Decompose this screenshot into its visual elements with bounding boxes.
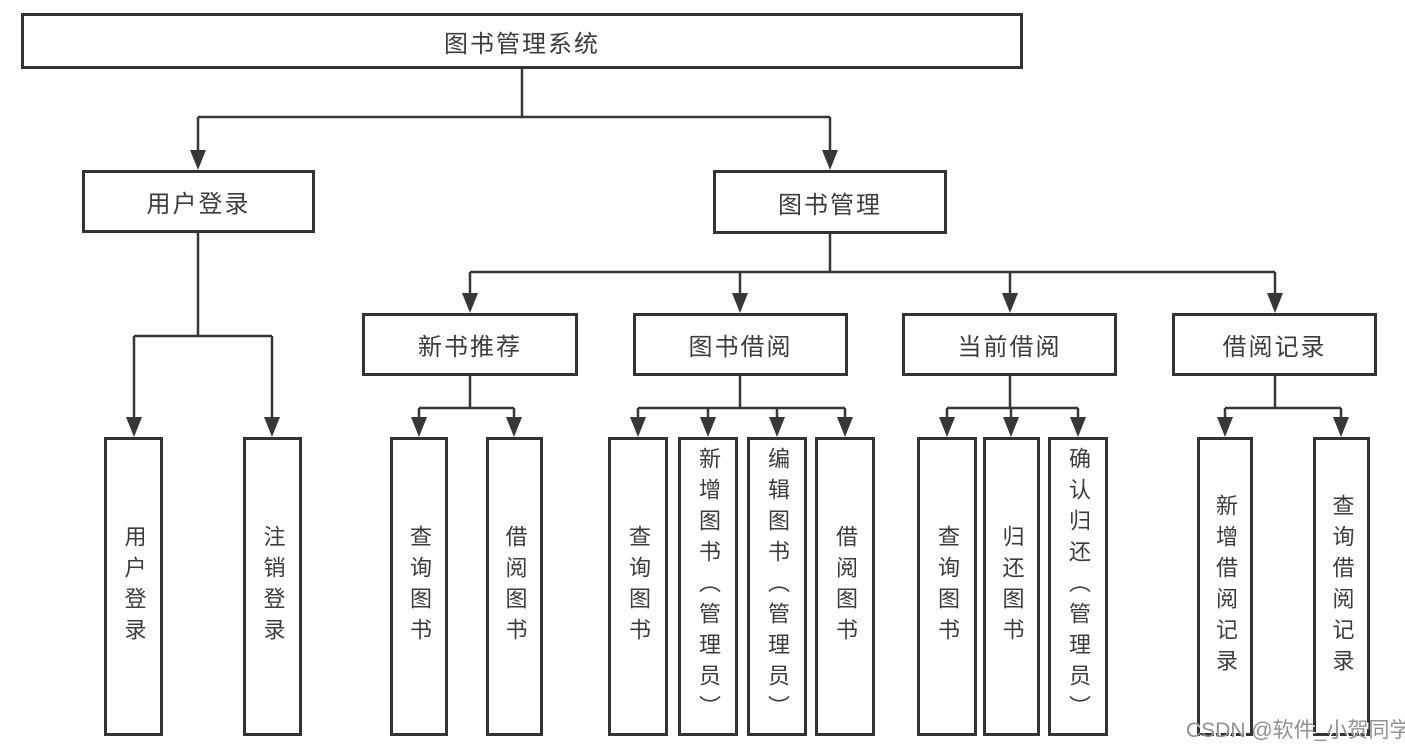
leaf-add-borrow-record-label: 新增借阅记录	[1213, 493, 1238, 680]
leaf-return-books-label: 归还图书	[999, 524, 1025, 649]
node-borrowing-records-label: 借阅记录	[1222, 334, 1327, 361]
node-current-borrowing: 当前借阅	[902, 313, 1117, 376]
leaf-query-books-current-label: 查询图书	[935, 524, 960, 649]
leaf-query-borrow-record: 查询借阅记录	[1313, 437, 1370, 736]
leaf-user-login-label: 用户登录	[121, 524, 147, 649]
node-current-borrowing-label: 当前借阅	[957, 334, 1062, 361]
node-user-login: 用户登录	[82, 170, 315, 233]
node-book-management: 图书管理	[713, 170, 947, 234]
leaf-borrow-books-borrowing-label: 借阅图书	[833, 524, 858, 649]
leaf-borrow-books-recommend-label: 借阅图书	[502, 524, 528, 649]
leaf-add-borrow-record: 新增借阅记录	[1197, 437, 1253, 736]
node-book-borrowing-label: 图书借阅	[688, 334, 793, 361]
leaf-add-books-admin: 新增图书（管理员）	[678, 437, 738, 736]
leaf-logout-label: 注销登录	[260, 524, 286, 649]
leaf-user-login: 用户登录	[104, 437, 163, 736]
leaf-borrow-books-borrowing: 借阅图书	[815, 437, 875, 736]
leaf-return-books: 归还图书	[983, 437, 1040, 736]
leaf-query-books-borrowing: 查询图书	[608, 437, 668, 736]
node-book-management-label: 图书管理	[778, 191, 882, 219]
node-user-login-label: 用户登录	[146, 191, 251, 218]
leaf-edit-books-admin-label: 编辑图书（管理员）	[765, 447, 790, 726]
node-book-borrowing: 图书借阅	[633, 313, 848, 376]
csdn-watermark: CSDN @软件_小贺同学	[1186, 719, 1405, 742]
node-system-root-label: 图书管理系统	[444, 30, 600, 58]
leaf-query-borrow-record-label: 查询借阅记录	[1329, 493, 1355, 680]
leaf-edit-books-admin: 编辑图书（管理员）	[747, 437, 807, 736]
leaf-query-books-recommend-label: 查询图书	[407, 524, 432, 649]
leaf-query-books-borrowing-label: 查询图书	[626, 524, 651, 649]
node-system-root: 图书管理系统	[21, 13, 1023, 69]
leaf-query-books-current: 查询图书	[917, 437, 977, 736]
leaf-borrow-books-recommend: 借阅图书	[486, 437, 543, 736]
leaf-confirm-return-admin: 确认归还（管理员）	[1048, 437, 1108, 736]
node-borrowing-records: 借阅记录	[1172, 313, 1377, 376]
node-new-book-recommend-label: 新书推荐	[418, 334, 522, 361]
node-new-book-recommend: 新书推荐	[362, 313, 578, 376]
leaf-query-books-recommend: 查询图书	[390, 437, 448, 736]
leaf-confirm-return-admin-label: 确认归还（管理员）	[1066, 447, 1091, 726]
leaf-add-books-admin-label: 新增图书（管理员）	[696, 447, 721, 726]
leaf-logout: 注销登录	[243, 437, 302, 736]
